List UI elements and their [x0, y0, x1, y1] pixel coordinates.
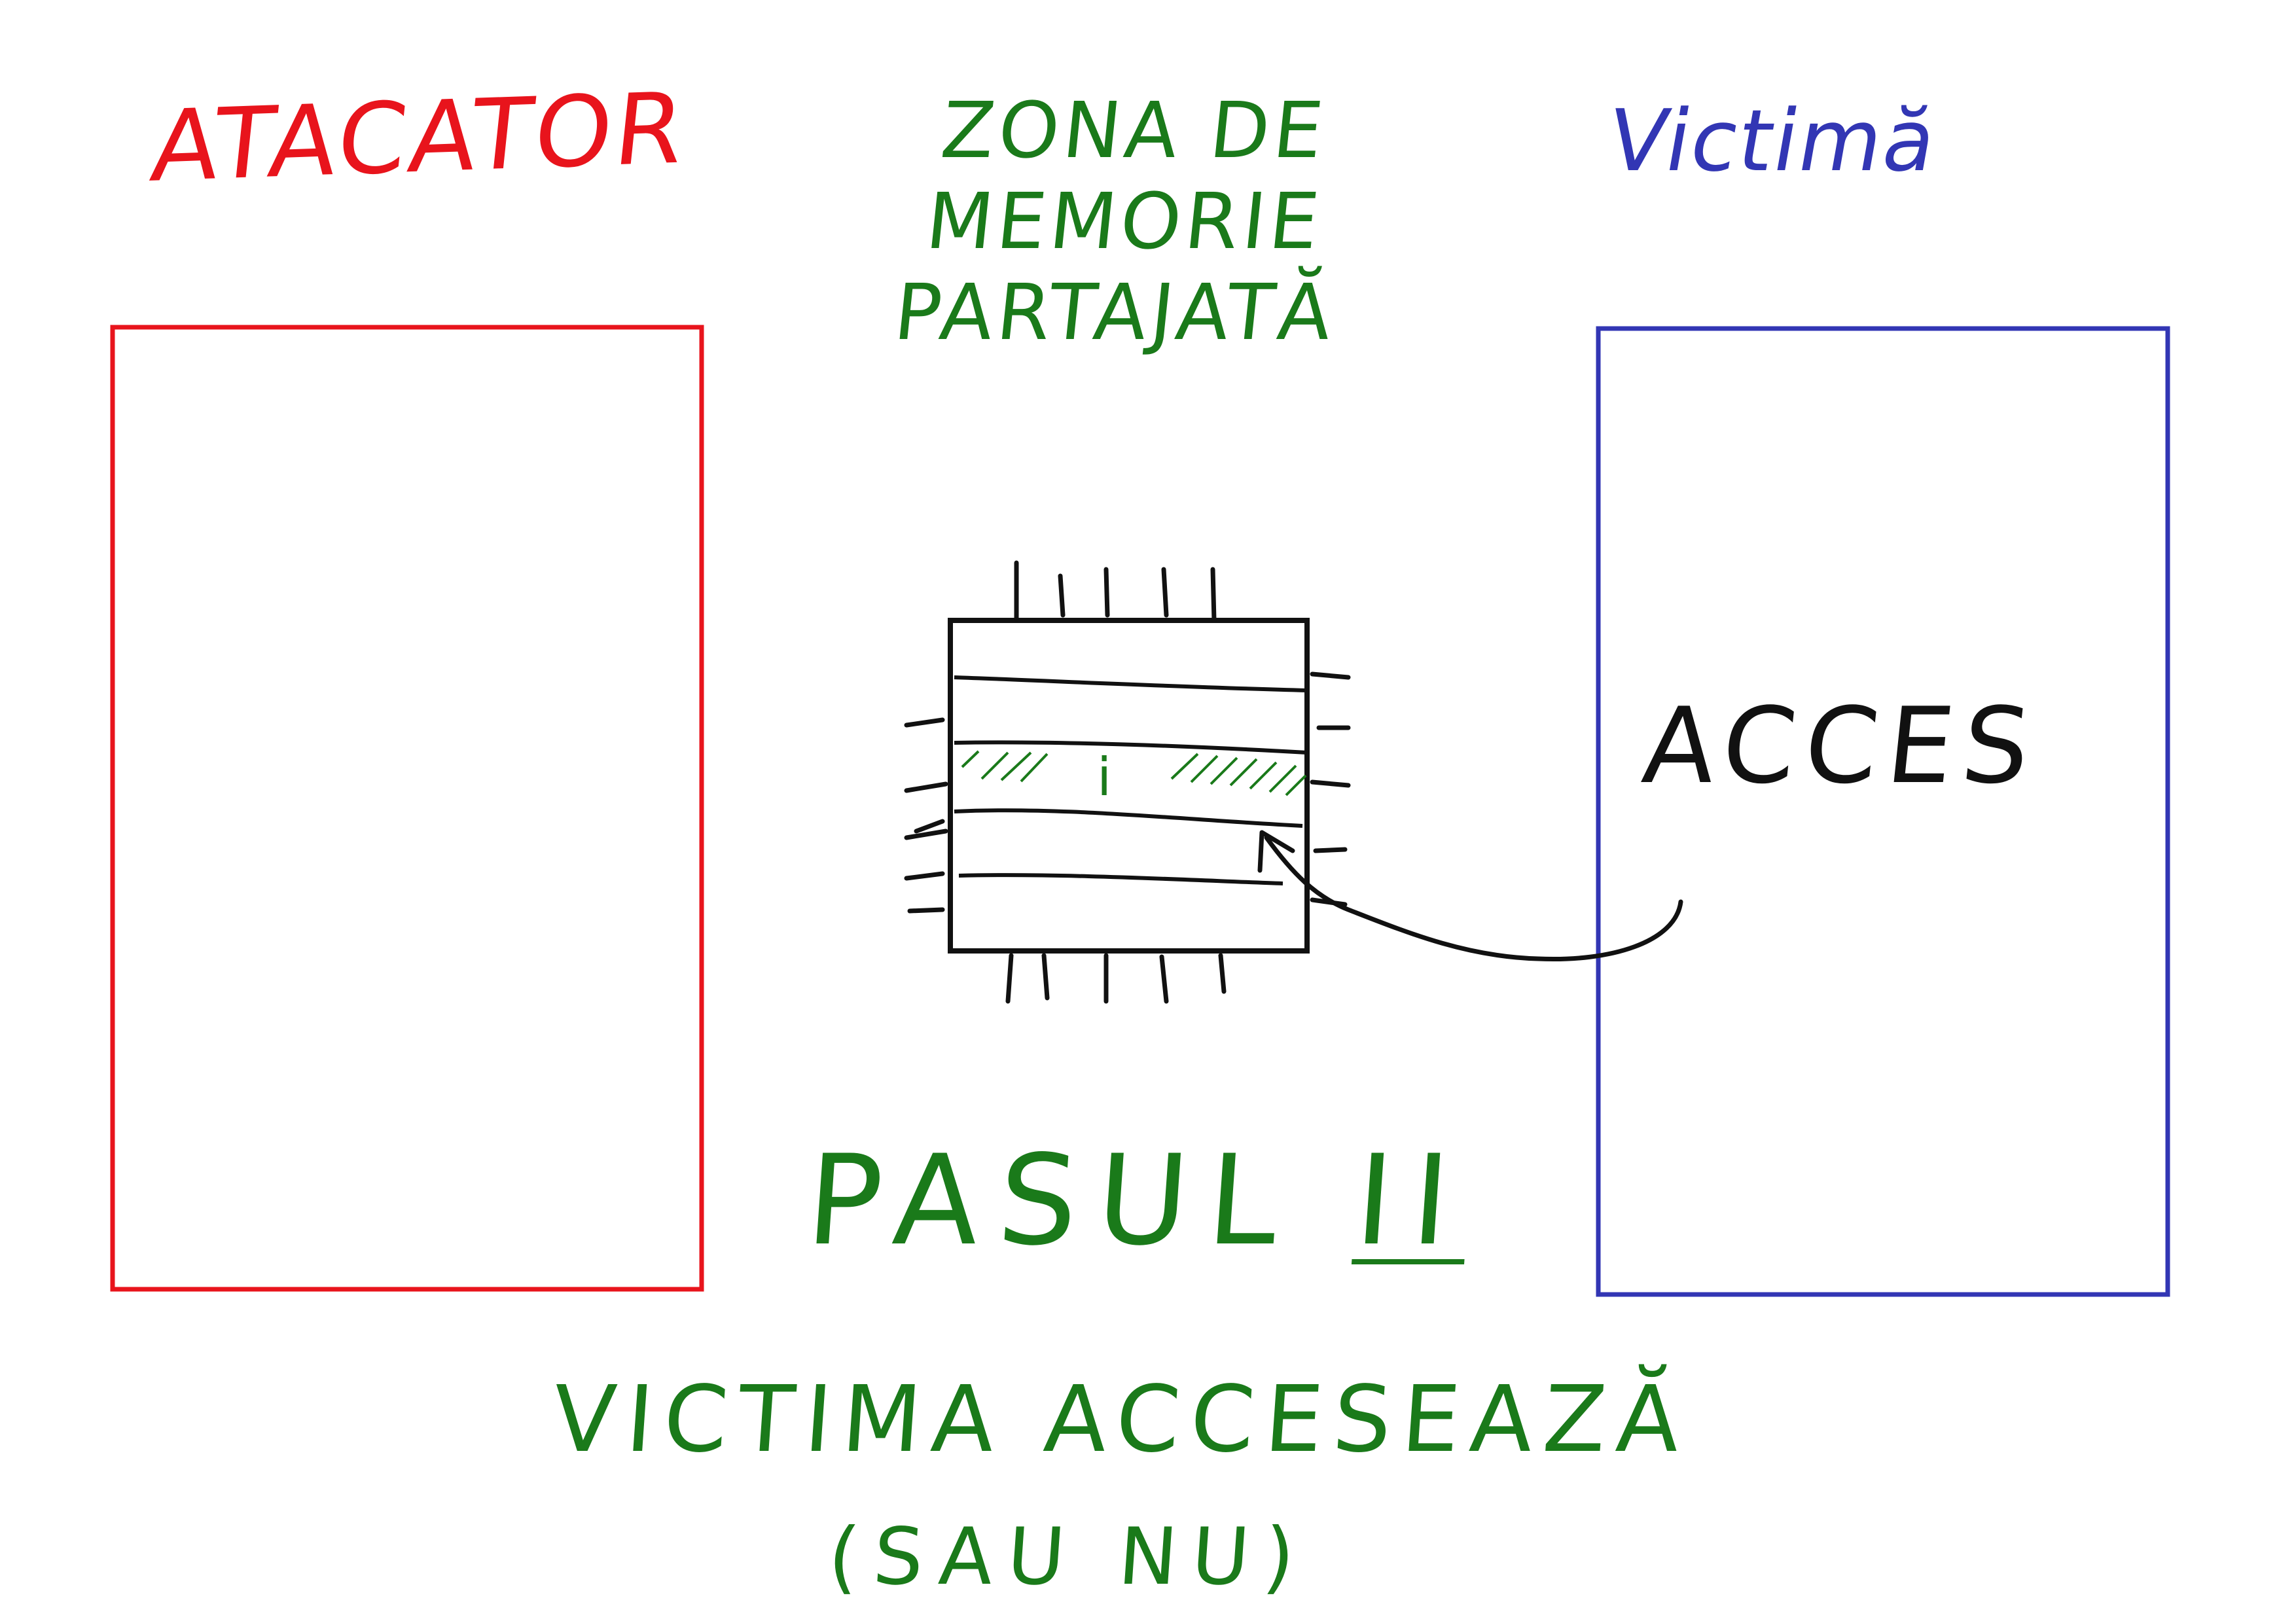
arrow-head [1257, 830, 1295, 873]
cache-line-index-label: i [1097, 747, 1112, 808]
step-description-line-1: VICTIMA ACCESEAZĂ [549, 1366, 1694, 1473]
chip-row-line [954, 740, 1308, 755]
shared-zone-line-3: PARTAJATĂ [889, 267, 1340, 358]
access-label: ACCES [1637, 685, 2045, 807]
memory-chip-icon [904, 560, 1351, 1004]
chip-pins-left [904, 717, 948, 914]
chip-body [948, 618, 1310, 954]
chip-pins-right [1310, 671, 1351, 907]
shared-memory-zone-label: ZONA DE MEMORIE PARTAJATĂ [822, 85, 1427, 359]
step-number: II [1351, 1128, 1474, 1273]
attacker-label: ATACATOR [145, 71, 692, 204]
victim-label: Victimă [1600, 91, 1946, 190]
shared-zone-line-2: MEMORIE [922, 176, 1327, 267]
chip-row-line [958, 873, 1283, 885]
curved-arrow-icon [1257, 830, 1683, 962]
chip-row-line [954, 808, 1303, 828]
chip-pins-bottom [1005, 953, 1227, 1004]
arrow-shaft [1264, 835, 1683, 962]
step-title: PASUL II [802, 1128, 1474, 1273]
attacker-box [110, 325, 704, 1292]
victim-box [1596, 326, 2170, 1297]
shared-zone-line-1: ZONA DE [937, 85, 1331, 175]
step-description-line-2: (SAU NU) [825, 1512, 1312, 1603]
chip-pins-top [1014, 560, 1217, 623]
highlighted-cache-line [961, 750, 1307, 796]
step-prefix: PASUL [802, 1128, 1302, 1273]
chip-row-line [954, 675, 1308, 692]
